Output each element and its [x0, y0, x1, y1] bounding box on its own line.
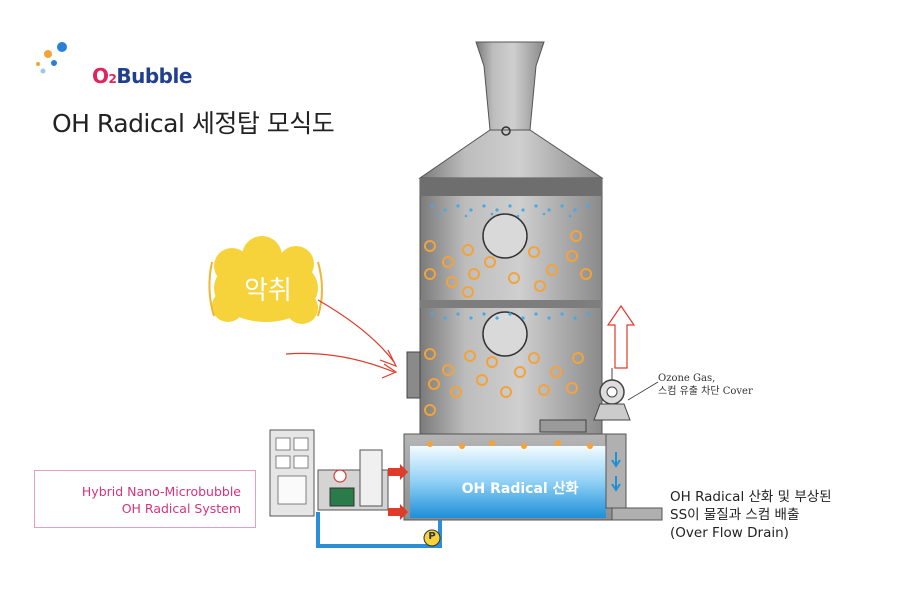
drain-annotation-line2: SS이 물질과 스컴 배출: [670, 507, 800, 523]
exhaust-stack: [418, 41, 604, 179]
recirculation-pipe: [316, 512, 442, 548]
ozone-annotation: Ozone Gas, 스컴 유출 차단 Cover: [658, 372, 753, 398]
packing-media: [424, 230, 592, 416]
odor-label: 악취: [244, 276, 292, 306]
system-label-box: Hybrid Nano-Microbubble OH Radical Syste…: [34, 470, 256, 528]
tank-label: OH Radical 산화: [461, 481, 579, 497]
ozone-annotation-line1: Ozone Gas,: [658, 373, 716, 384]
scrubber-tower: [406, 177, 603, 435]
injection-arrow-icon: [388, 464, 408, 520]
pump-icon: [423, 529, 441, 547]
system-label-line2: OH Radical System: [121, 501, 241, 516]
drain-annotation: OH Radical 산화 및 부상된 SS이 물질과 스컴 배출 (Over …: [670, 488, 832, 542]
page-title: OH Radical 세정탑 모식도: [52, 109, 335, 138]
upper-spray: [430, 204, 590, 218]
drain-annotation-line3: (Over Flow Drain): [670, 525, 789, 541]
oxidation-tank: [403, 419, 663, 521]
exhaust-fan: [593, 368, 631, 421]
manhole-icon: [482, 311, 528, 357]
bubble-dots-icon: [36, 42, 67, 74]
lower-spray: [430, 312, 590, 320]
system-label-line1: Hybrid Nano-Microbubble: [81, 484, 241, 499]
manhole-icon: [482, 213, 528, 259]
pump-label: P: [428, 531, 436, 542]
inflow-arrow-icon: [285, 299, 398, 379]
drain-annotation-line1: OH Radical 산화 및 부상된: [670, 489, 832, 505]
brand-logo: O2Bubble: [34, 40, 192, 96]
control-cabinet: [269, 429, 315, 517]
brand-name: O2Bubble: [92, 64, 192, 88]
odor-cloud: [212, 236, 318, 324]
ozone-annotation-line2: 스컴 유출 차단 Cover: [658, 386, 753, 397]
exhaust-arrow-icon: [606, 304, 636, 369]
bubble-generator-unit: [317, 449, 389, 511]
